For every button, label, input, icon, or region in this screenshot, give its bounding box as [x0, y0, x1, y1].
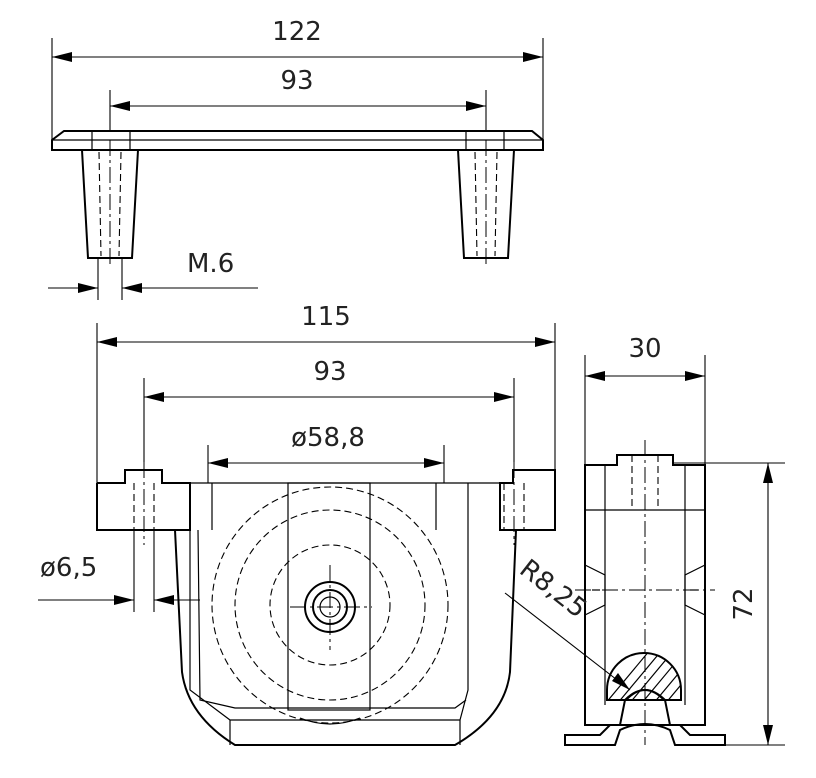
wheel-outer — [211, 486, 449, 724]
dim-115-label: 115 — [301, 302, 351, 332]
dim-wheel-diameter: ø58,8 — [208, 423, 444, 468]
dim-122-label: 122 — [272, 17, 322, 47]
dim-122: 122 — [52, 17, 543, 62]
side-body — [584, 454, 706, 726]
wheel-groove — [234, 509, 426, 701]
dim-thread-label: M.6 — [187, 249, 234, 279]
wheel-hub — [287, 482, 371, 711]
dim-hole-diameter: ø6,5 — [38, 530, 200, 612]
dim-93-front: 93 — [144, 357, 514, 402]
dim-groove-radius: R8,25 — [504, 554, 631, 691]
dim-93-front-label: 93 — [313, 357, 346, 387]
front-view: 115 93 ø58,8 ø6,5 — [38, 302, 556, 746]
side-view: 30 72 R8,25 — [504, 334, 785, 746]
dim-groove-radius-label: R8,25 — [514, 554, 592, 624]
dim-72: 72 — [673, 462, 785, 746]
dim-wheel-diameter-label: ø58,8 — [291, 423, 365, 453]
dim-30-label: 30 — [628, 334, 661, 364]
dim-93-top-label: 93 — [280, 66, 313, 96]
dim-93-top: 93 — [110, 66, 486, 111]
dim-115: 115 — [97, 302, 555, 347]
dim-hole-diameter-label: ø6,5 — [40, 553, 97, 583]
dim-30: 30 — [584, 334, 706, 465]
top-view: 122 93 M.6 — [48, 17, 544, 300]
dim-thread: M.6 — [48, 249, 258, 300]
dim-72-label: 72 — [729, 587, 759, 620]
housing-outline — [96, 469, 556, 746]
wheel-inner — [269, 544, 391, 666]
